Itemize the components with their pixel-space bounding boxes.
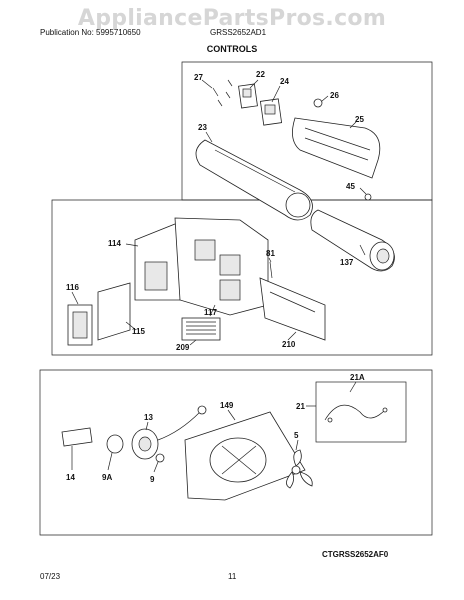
panel-116 [67,304,93,346]
cover-210 [259,277,326,341]
callout-9: 9 [150,475,155,484]
callout-45: 45 [346,182,355,191]
switch-24 [259,98,283,126]
watermark: AppliancePartsPros.com [77,6,387,31]
callout-23: 23 [198,123,207,132]
callout-27: 27 [194,73,203,82]
model-number: GRSS2652AD1 [210,28,267,37]
page-number: 11 [228,572,237,581]
page-title: CONTROLS [206,44,258,54]
callout-26: 26 [330,91,339,100]
bracket-114 [134,221,181,301]
callout-21A: 21A [350,373,365,382]
grille-209 [181,317,221,341]
footer-date: 07/23 [40,572,61,581]
screws-27 [212,79,233,107]
callout-21: 21 [296,402,305,411]
switch-22 [238,83,258,109]
callout-9A: 9A [102,473,112,482]
gear-9A [106,434,124,454]
bracket-14 [61,427,93,447]
callout-116: 116 [66,283,79,292]
screw-81 [269,261,273,279]
callout-22: 22 [256,70,265,79]
screw-26 [313,98,323,108]
callout-14: 14 [66,473,75,482]
callout-81: 81 [266,249,275,258]
callout-117: 117 [204,308,217,317]
callout-5: 5 [294,431,299,440]
filter-housing-23 [195,139,313,221]
callout-24: 24 [280,77,289,86]
callout-210: 210 [282,340,296,349]
diagram-code: CTGRSS2652AF0 [322,550,389,559]
callout-149: 149 [220,401,234,410]
leader-lines [71,79,367,473]
fan-shroud-149 [184,411,306,501]
wiring-box-21 [315,381,407,443]
callout-209: 209 [176,343,190,352]
housing-25 [292,117,381,179]
washer-9 [155,453,165,463]
control-housing-117 [174,217,269,316]
callout-25: 25 [355,115,364,124]
part-45 [364,193,372,201]
publication-number: Publication No: 5995710650 [40,28,141,37]
callout-13: 13 [144,413,153,422]
water-filter-137 [310,209,395,272]
section-frame-bottom [39,369,433,536]
frame-115 [97,282,131,341]
callout-114: 114 [108,239,121,248]
motor-13 [131,405,207,460]
callout-115: 115 [132,327,145,336]
fan-blade-5 [286,449,313,489]
callout-137: 137 [340,258,354,267]
